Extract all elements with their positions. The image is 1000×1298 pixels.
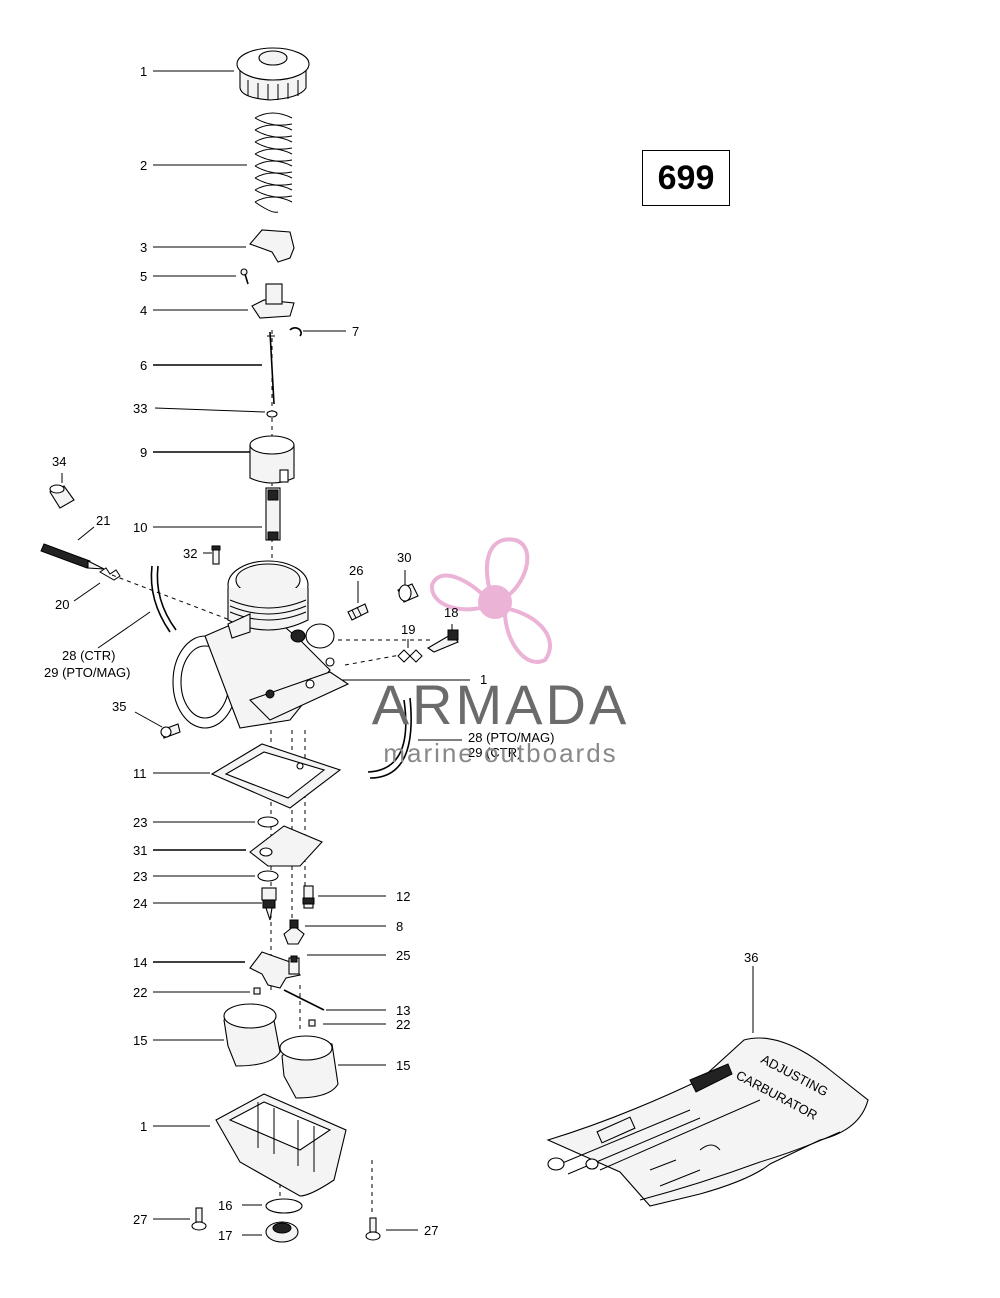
callout-33: 33 [133,401,147,416]
callout-34: 34 [52,454,66,469]
throttle-spring [254,112,293,213]
pilot-jet-pin [211,545,221,565]
float-pin-right [308,1019,316,1027]
callout-14: 14 [133,955,147,970]
callout-3: 3 [140,240,147,255]
callout-labels: 1 2 3 5 4 7 6 33 9 34 21 10 32 30 26 20 … [44,64,758,1243]
throttle-stop-screw [160,723,181,739]
callout-18: 18 [444,605,458,620]
float-pin-rod [283,989,325,1011]
needle-valve [288,955,300,975]
callout-4: 4 [140,303,147,318]
main-jet [283,919,305,945]
vent-hose-right [367,697,412,779]
callout-28-ctr: 28 (CTR) [62,648,115,663]
callout-19: 19 [401,622,415,637]
drain-o-ring [265,1198,303,1214]
diagram-reference-number: 699 [642,150,730,206]
float-bowl-gasket [210,743,342,809]
callout-2: 2 [140,158,147,173]
pilot-jet [302,885,315,909]
callout-15a: 15 [133,1033,147,1048]
callout-30: 30 [397,550,411,565]
tool-kit: CARBURATOR ADJUSTING [546,1037,869,1207]
callout-32: 32 [183,546,197,561]
callout-27b: 27 [424,1223,438,1238]
adjusting-screw [40,543,105,570]
float-arm [249,951,301,989]
callout-8: 8 [396,919,403,934]
watermark-brand: ARMADA [371,673,630,736]
callout-36: 36 [744,950,758,965]
bowl-screw-right [365,1217,381,1241]
washer [266,410,278,418]
callout-1-mid: 1 [480,672,487,687]
callout-28-pto-mag: 28 (PTO/MAG) [468,730,554,745]
callout-31: 31 [133,843,147,858]
o-ring [257,816,279,828]
throttle-slide [249,435,295,484]
callout-22b: 22 [396,1017,410,1032]
callout-10: 10 [133,520,147,535]
watermark-subtitle: marine outboards [383,738,618,768]
e-clip [289,327,302,337]
callout-29-pto-mag: 29 (PTO/MAG) [44,665,130,680]
callout-7: 7 [352,324,359,339]
callout-35: 35 [112,699,126,714]
callout-23b: 23 [133,869,147,884]
rubber-cap [49,484,75,509]
plunger-spring [397,649,423,663]
callout-11: 11 [133,766,147,781]
callout-21: 21 [96,513,110,528]
callout-17: 17 [218,1228,232,1243]
callout-24: 24 [133,896,147,911]
float-left [223,1003,281,1067]
callout-13: 13 [396,1003,410,1018]
callout-27a: 27 [133,1212,147,1227]
o-ring-lower [257,870,279,882]
leader-lines [61,70,754,1236]
callout-20: 20 [55,597,69,612]
retaining-plate [249,229,295,263]
float-bowl [215,1093,347,1197]
callout-16: 16 [218,1198,232,1213]
callout-15b: 15 [396,1058,410,1073]
carburetor-body [172,560,350,729]
carburetor-cap [236,47,310,101]
bowl-screw-left [191,1207,207,1231]
vent-hose-left [150,565,177,633]
propeller-logo-icon [429,537,552,664]
callout-12: 12 [396,889,410,904]
screw [240,268,249,285]
callout-26: 26 [349,563,363,578]
float-pin [253,987,261,995]
callout-9: 9 [140,445,147,460]
drain-plug [265,1221,299,1243]
callout-29-ctr: 29 (CTR) [468,745,521,760]
callout-22a: 22 [133,985,147,1000]
callout-5: 5 [140,269,147,284]
float-right [279,1035,339,1099]
jet-needle [267,331,275,405]
callout-6: 6 [140,358,147,373]
cover-cap [397,583,419,603]
callout-1-bottom: 1 [140,1119,147,1134]
needle-jet [265,487,281,541]
air-screw [347,603,369,621]
screw-spring [99,567,121,581]
jet-holder-plate [249,825,323,867]
callout-1: 1 [140,64,147,79]
starter-plunger [426,629,459,653]
callout-23a: 23 [133,815,147,830]
needle-holder [251,283,295,319]
main-jet-holder [261,887,277,921]
callout-25: 25 [396,948,410,963]
